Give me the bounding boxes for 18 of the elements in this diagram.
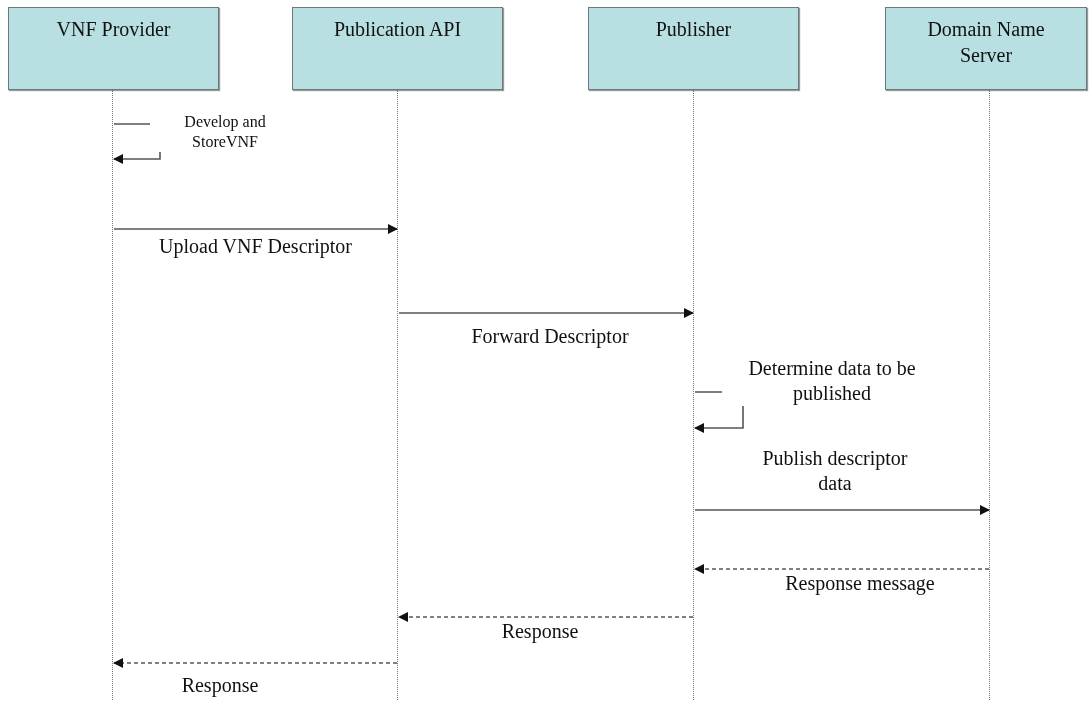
participant-box	[292, 7, 503, 90]
lifeline	[112, 90, 114, 700]
participant-name: VNF Provider	[56, 17, 171, 42]
return-message-arrow	[113, 658, 398, 668]
lifeline	[693, 90, 695, 700]
participant-name: Publication API	[333, 17, 462, 42]
participant-name: Domain Name Server	[926, 17, 1046, 68]
message-arrow	[694, 505, 990, 515]
message-arrow	[113, 224, 398, 234]
participant-box	[8, 7, 219, 90]
participant-box	[588, 7, 799, 90]
lifeline	[989, 90, 991, 700]
participant-name: Publisher	[655, 17, 732, 42]
return-message-arrow	[398, 612, 694, 622]
lifeline	[397, 90, 399, 700]
return-message-arrow	[694, 564, 990, 574]
message-arrow	[398, 308, 694, 318]
participant-box	[885, 7, 1087, 90]
